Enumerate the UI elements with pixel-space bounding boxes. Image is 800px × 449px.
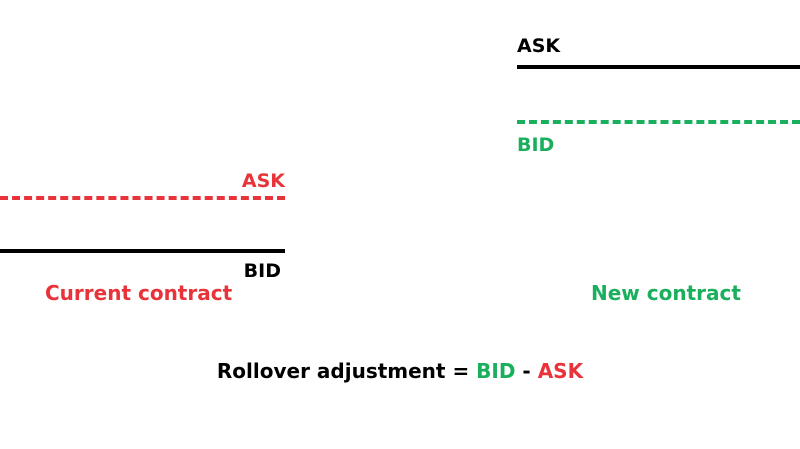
formula-prefix: Rollover adjustment = xyxy=(216,359,477,383)
current-ask-label: ASK xyxy=(241,170,285,192)
new-bid-line xyxy=(517,120,800,124)
current-ask-line xyxy=(0,196,285,200)
formula-ask: ASK xyxy=(537,359,584,383)
new-contract-title: New contract xyxy=(591,281,741,305)
new-ask-label: ASK xyxy=(517,35,561,57)
current-bid-label: BID xyxy=(243,260,281,282)
rollover-formula: Rollover adjustment = BID - ASK xyxy=(0,360,800,382)
new-ask-line xyxy=(517,65,800,69)
formula-minus: - xyxy=(515,359,538,383)
formula-bid: BID xyxy=(476,359,516,383)
current-contract-title: Current contract xyxy=(45,281,233,305)
new-bid-label: BID xyxy=(517,134,555,156)
current-bid-line xyxy=(0,249,285,253)
